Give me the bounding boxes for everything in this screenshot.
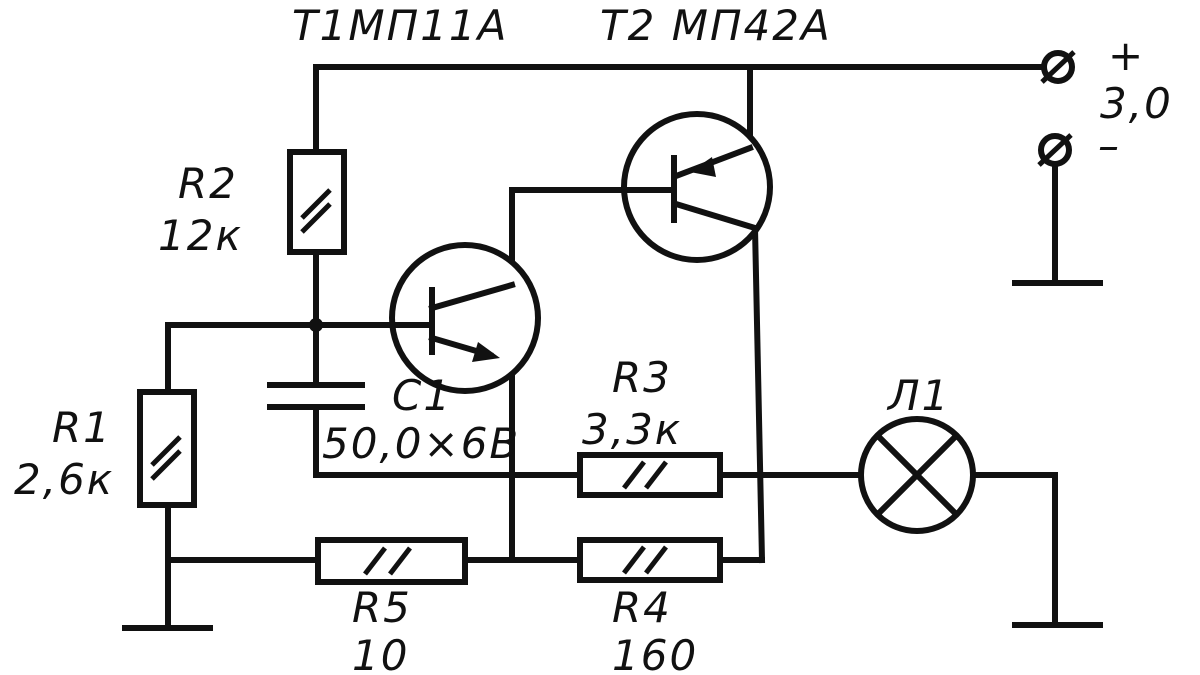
grounds (122, 280, 1103, 631)
r2-value-label: 12к (158, 211, 243, 260)
transistor-t2 (621, 111, 773, 263)
r4-value-label: 160 (612, 631, 698, 675)
t1-label: T1МП11А (292, 1, 508, 50)
terminal-minus (1037, 133, 1073, 167)
r2-name-label: R2 (178, 159, 238, 208)
terminal-plus (1040, 50, 1076, 84)
r5-name-label: R5 (352, 583, 412, 632)
transistor-t1 (389, 242, 541, 394)
t2-collector-lead (751, 224, 766, 564)
wires (165, 64, 1061, 628)
resistor-r2 (287, 149, 347, 255)
resistor-r3 (577, 452, 723, 498)
supply-voltage-label: 3,0 (1100, 79, 1173, 128)
c1-name-label: C1 (392, 371, 452, 420)
r3-value-label: 3,3к (582, 405, 682, 454)
r4-name-label: R4 (612, 583, 672, 632)
r5-value-label: 10 (352, 631, 409, 675)
supply-plus-label: + (1108, 31, 1145, 80)
labels: T1МП11А T2 МП42А + 3,0 – R2 12к R1 2,6к … (14, 1, 1173, 675)
l1-name-label: Л1 (886, 371, 950, 420)
t2-label: T2 МП42А (600, 1, 832, 50)
r1-name-label: R1 (52, 403, 112, 452)
resistor-r1 (137, 389, 197, 508)
r1-value-label: 2,6к (14, 455, 114, 504)
resistor-r5 (315, 537, 468, 585)
supply-minus-label: – (1098, 121, 1121, 170)
r3-name-label: R3 (612, 353, 672, 402)
lamp-to-ground (972, 472, 1058, 623)
c1-value-label: 50,0×6В (322, 419, 520, 468)
c1-bottom-lead (313, 404, 583, 478)
capacitor-c1 (267, 382, 365, 410)
lamp-l1 (858, 416, 976, 534)
resistor-r4 (577, 537, 723, 583)
t1-collector-to-t2-base (509, 187, 643, 288)
junction-dot (309, 318, 323, 332)
